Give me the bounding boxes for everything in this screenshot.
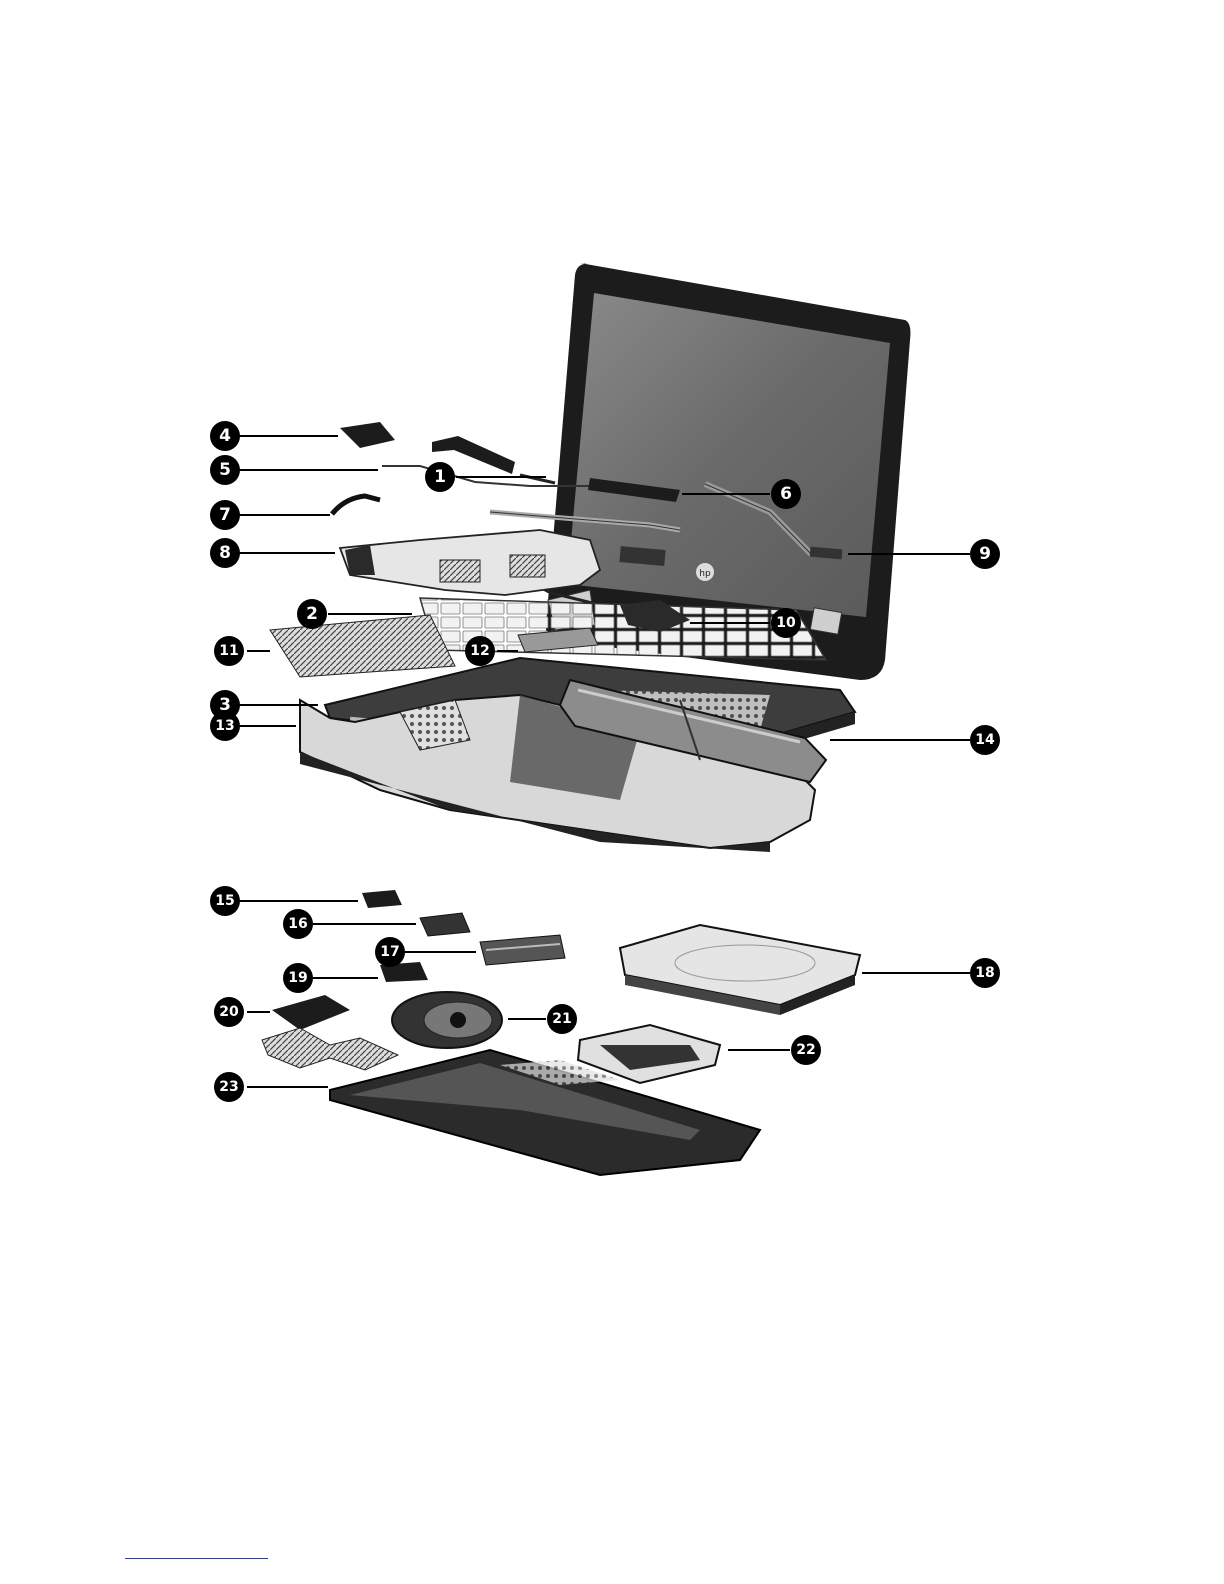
svg-text:9: 9 (979, 544, 991, 564)
component-15 (362, 890, 402, 908)
svg-text:16: 16 (288, 916, 307, 932)
callout-20: 20 (214, 997, 244, 1027)
svg-text:4: 4 (219, 426, 231, 446)
svg-text:5: 5 (219, 460, 231, 480)
heat-sink (262, 1028, 398, 1070)
callout-1: 1 (425, 462, 455, 492)
callout-12: 12 (465, 636, 495, 666)
callout-22: 22 (791, 1035, 821, 1065)
svg-text:10: 10 (776, 615, 796, 631)
component-4 (340, 422, 395, 448)
callout-14: 14 (970, 725, 1000, 755)
callout-2: 2 (297, 599, 327, 629)
component-16 (420, 913, 470, 936)
callout-17: 17 (375, 937, 405, 967)
svg-text:1: 1 (434, 467, 446, 487)
svg-text:7: 7 (219, 505, 231, 525)
callout-13: 13 (210, 711, 240, 741)
callout-11: 11 (214, 636, 244, 666)
component-20 (272, 995, 350, 1030)
callout-18: 18 (970, 958, 1000, 988)
callout-9: 9 (970, 539, 1000, 569)
callout-10: 10 (771, 608, 801, 638)
svg-text:8: 8 (219, 543, 231, 563)
svg-text:19: 19 (288, 970, 307, 986)
memory-module (480, 935, 565, 965)
svg-text:17: 17 (380, 944, 399, 960)
callout-23: 23 (214, 1072, 244, 1102)
callout-15: 15 (210, 886, 240, 916)
svg-text:22: 22 (796, 1042, 815, 1058)
callout-7: 7 (210, 500, 240, 530)
footnote-rule (125, 1558, 268, 1559)
callout-19: 19 (283, 963, 313, 993)
svg-text:11: 11 (219, 643, 238, 659)
callout-5: 5 (210, 455, 240, 485)
optical-drive (620, 925, 860, 1015)
svg-text:15: 15 (215, 893, 234, 909)
svg-text:20: 20 (219, 1004, 239, 1020)
callout-4: 4 (210, 421, 240, 451)
svg-text:6: 6 (780, 484, 792, 504)
callout-16: 16 (283, 909, 313, 939)
svg-text:13: 13 (215, 718, 234, 734)
svg-text:2: 2 (306, 604, 318, 624)
component-11 (270, 615, 455, 677)
svg-text:18: 18 (975, 965, 994, 981)
fan (392, 992, 502, 1048)
svg-text:14: 14 (975, 732, 995, 748)
callout-21: 21 (547, 1004, 577, 1034)
svg-text:12: 12 (470, 643, 489, 659)
svg-text:21: 21 (552, 1011, 571, 1027)
svg-text:hp: hp (699, 569, 711, 579)
cable-7 (332, 496, 380, 514)
svg-text:23: 23 (219, 1079, 238, 1095)
callout-6: 6 (771, 479, 801, 509)
callout-8: 8 (210, 538, 240, 568)
